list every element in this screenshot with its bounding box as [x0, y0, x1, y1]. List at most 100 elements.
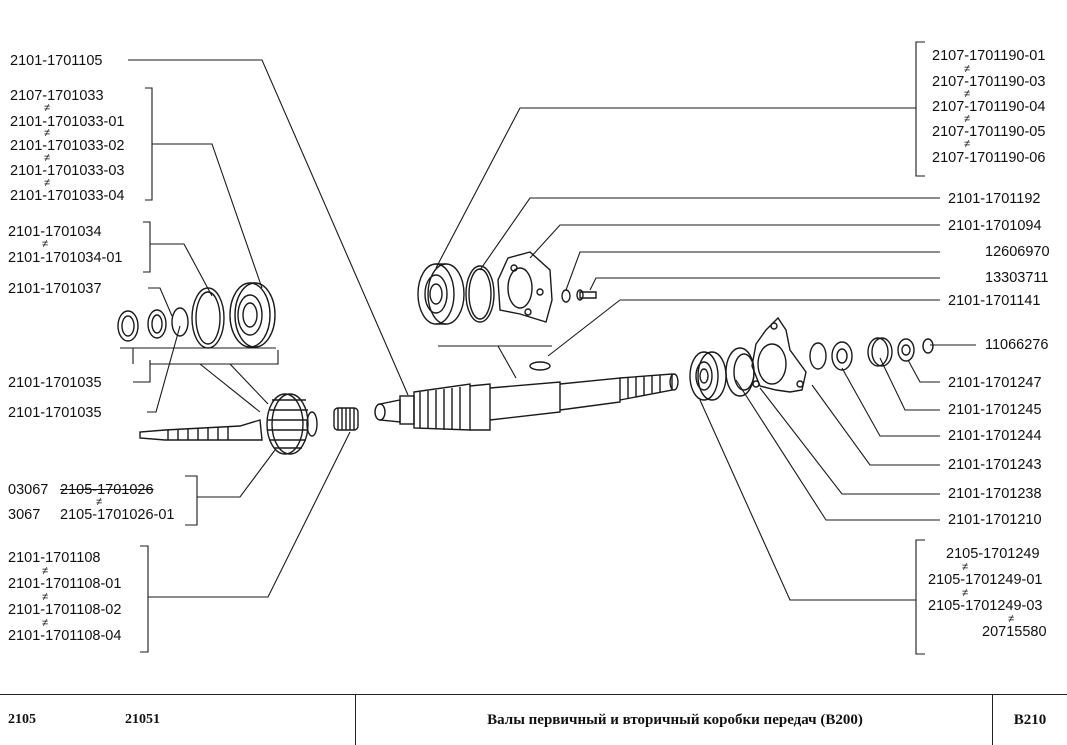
- label-2101-1701245: 2101-1701245: [948, 402, 1042, 418]
- title-block: 2105 21051 Валы первичный и вторичный ко…: [0, 694, 1067, 745]
- label-13303711: 13303711: [985, 270, 1049, 286]
- page-code: В210: [1013, 711, 1047, 728]
- label-2101-1701141: 2101-1701141: [948, 293, 1041, 309]
- leader-1701244: [841, 367, 940, 437]
- leader-1701033: [152, 143, 263, 289]
- neq-symbol: ≠: [964, 138, 971, 150]
- label-2101-1701033-01: 2101-1701033-01: [10, 114, 125, 130]
- label-2107-1701190-04: 2107-1701190-04: [932, 99, 1046, 115]
- label-2107-1701190-06: 2107-1701190-06: [932, 150, 1046, 166]
- ring-1701034: [191, 287, 225, 349]
- label-2101-1701247: 2101-1701247: [948, 375, 1042, 391]
- neq-symbol: ≠: [42, 591, 49, 603]
- leader-1701249: [699, 399, 916, 601]
- key-1701141: [529, 361, 551, 371]
- flange-1701243: [751, 316, 807, 393]
- label-2107-1701190-01: 2107-1701190-01: [932, 48, 1046, 64]
- leader-1701037: [148, 287, 173, 317]
- ring-small: [147, 309, 167, 339]
- label-12606970: 12606970: [985, 244, 1050, 260]
- washer-12606970: [561, 289, 571, 303]
- leader-1701245: [879, 357, 940, 411]
- bearing-1701033: [229, 282, 276, 348]
- leader-13303711: [589, 277, 940, 291]
- label-2101-1701108-02: 2101-1701108-02: [8, 602, 122, 618]
- neq-symbol: ≠: [1008, 613, 1015, 625]
- leader-1701094: [529, 224, 940, 259]
- leader-gear-a: [199, 363, 261, 413]
- bearing-1701190: [417, 263, 465, 325]
- divider: [992, 695, 993, 745]
- leader-1701034: [150, 243, 213, 297]
- neq-symbol: ≠: [42, 617, 49, 629]
- label-2101-1701094: 2101-1701094: [948, 218, 1042, 234]
- neq-symbol: ≠: [964, 88, 971, 100]
- input-shaft-1701026: [139, 393, 318, 455]
- leader-1701026-bracket: [185, 475, 198, 526]
- label-2101-1701035: 2101-1701035: [8, 405, 102, 421]
- label-2101-1701243: 2101-1701243: [948, 457, 1042, 473]
- bushing-1701247: [867, 337, 893, 367]
- needle-bearing-1701108: [333, 407, 359, 431]
- label-11066276: 11066276: [985, 337, 1049, 353]
- nut-1701245: [831, 341, 853, 371]
- leader-1701190: [435, 107, 916, 269]
- page-title: Валы первичный и вторичный коробки перед…: [487, 711, 863, 728]
- model-code-1: 2105: [8, 712, 36, 727]
- label-2101-1701034: 2101-1701034: [8, 224, 102, 240]
- washer-1701247: [897, 338, 915, 362]
- leader-1701035a: [133, 360, 151, 383]
- neq-symbol: ≠: [44, 152, 51, 164]
- label-2101-1701033-04: 2101-1701033-04: [10, 188, 125, 204]
- label-2107-1701190-05: 2107-1701190-05: [932, 124, 1046, 140]
- neq-symbol: ≠: [42, 565, 49, 577]
- label-2101-1701035: 2101-1701035: [8, 375, 102, 391]
- label-2101-1701033-02: 2101-1701033-02: [10, 138, 125, 154]
- bearing-1701210: [689, 351, 727, 401]
- seal-1701238: [725, 347, 755, 397]
- label-2105-1701026-01: 2105-1701026-01: [60, 507, 175, 523]
- snap-ring-1701192: [465, 265, 495, 323]
- leader-1701033-bracket: [145, 87, 153, 201]
- label-2101-1701238: 2101-1701238: [948, 486, 1042, 502]
- label-2101-1701034-01: 2101-1701034-01: [8, 250, 123, 266]
- plate-1701094: [497, 251, 553, 323]
- neq-symbol: ≠: [962, 587, 969, 599]
- leader-gear-b: [229, 363, 269, 405]
- label-2101-1701108: 2101-1701108: [8, 550, 101, 566]
- ring-11066276: [922, 338, 934, 354]
- leader-1701141: [547, 299, 940, 357]
- neq-symbol: ≠: [42, 238, 49, 250]
- label-2101-1701244: 2101-1701244: [948, 428, 1042, 444]
- leader-1701210: [735, 379, 940, 521]
- label-2101-1701108-01: 2101-1701108-01: [8, 576, 122, 592]
- leader-1701034-bracket: [143, 221, 151, 273]
- label-20715580: 20715580: [982, 624, 1047, 640]
- leader-1701243: [811, 384, 940, 466]
- label-2105-1701249: 2105-1701249: [946, 546, 1040, 562]
- assembly-link-right: [497, 345, 517, 379]
- leader-1701035b: [147, 325, 181, 413]
- leader-1701192: [479, 197, 940, 271]
- neq-symbol: ≠: [962, 561, 969, 573]
- leader-1701238: [759, 387, 940, 495]
- label-03067: 03067: [8, 482, 49, 498]
- label-2107-1701033: 2107-1701033: [10, 88, 104, 104]
- neq-symbol: ≠: [44, 177, 51, 189]
- neq-symbol: ≠: [964, 63, 971, 75]
- ring-1701244: [809, 342, 827, 370]
- leader-1701190-bracket: [915, 41, 925, 177]
- label-2105-1701249-01: 2105-1701249-01: [928, 572, 1043, 588]
- output-shaft-1701105: [374, 373, 679, 431]
- model-code-2: 21051: [125, 712, 160, 727]
- neq-symbol: ≠: [44, 102, 51, 114]
- label-2101-1701037: 2101-1701037: [8, 281, 102, 297]
- label-2101-1701033-03: 2101-1701033-03: [10, 163, 125, 179]
- label-2101-1701210: 2101-1701210: [948, 512, 1042, 528]
- neq-symbol: ≠: [44, 127, 51, 139]
- leader-1701035a-line: [150, 350, 279, 365]
- label-2107-1701190-03: 2107-1701190-03: [932, 74, 1046, 90]
- bolt-13303711: [576, 289, 597, 301]
- label-2105-1701026: 2105-1701026: [60, 482, 154, 498]
